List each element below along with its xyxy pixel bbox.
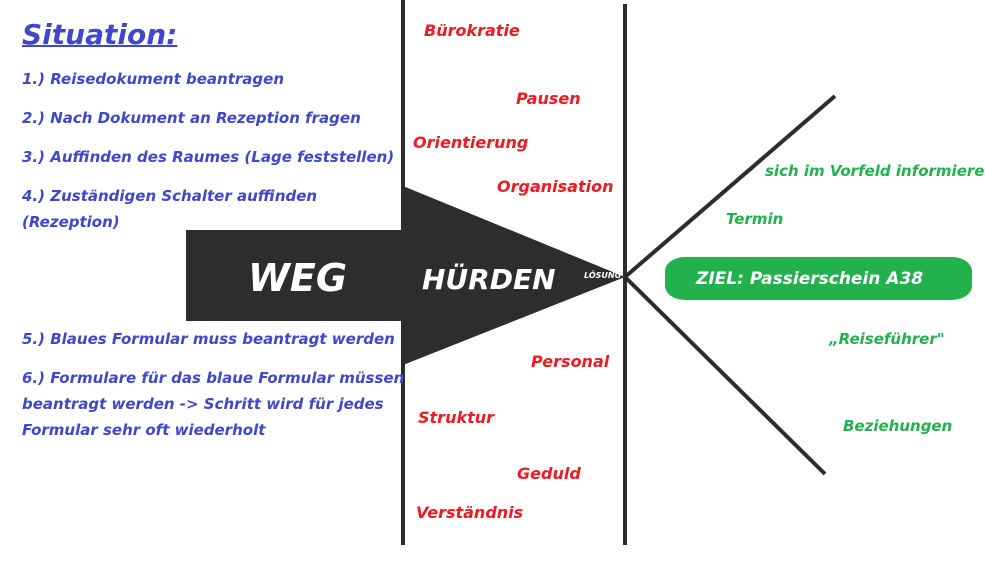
hurdle-pausen: Pausen (516, 89, 581, 108)
step-6-cont2: Formular sehr oft wiederholt (22, 421, 266, 439)
hurdle-orientierung: Orientierung (413, 133, 529, 152)
step-3: 3.) Auffinden des Raumes (Lage feststell… (22, 148, 395, 166)
step-1: 1.) Reisedokument beantragen (22, 70, 284, 88)
hurdle-struktur: Struktur (418, 408, 495, 427)
hurdle-buerokratie: Bürokratie (424, 21, 520, 40)
loesung-label: LÖSUNG (584, 271, 622, 280)
goal-label: ZIEL: Passierschein A38 (696, 269, 924, 289)
solution-reisefuehrer: „Reiseführer" (829, 330, 945, 348)
step-6: 6.) Formulare für das blaue Formular müs… (22, 369, 405, 387)
goal-pill (665, 257, 972, 300)
weg-label: WEG (248, 256, 348, 300)
step-4: 4.) Zuständigen Schalter auffinden (22, 187, 318, 205)
hurdle-verstaendnis: Verständnis (416, 503, 524, 522)
step-4-cont: (Rezeption) (22, 213, 120, 231)
situation-title: Situation: (22, 18, 178, 51)
solution-termin: Termin (726, 210, 784, 228)
solution-line-upper (623, 94, 837, 279)
hurdle-organisation: Organisation (497, 177, 614, 196)
solution-line-lower (623, 275, 827, 476)
step-6-cont1: beantragt werden -> Schritt wird für jed… (22, 395, 384, 413)
huerden-label: HÜRDEN (422, 263, 556, 296)
hurdle-geduld: Geduld (517, 464, 581, 483)
hurdle-personal: Personal (531, 352, 610, 371)
weg-arrow (186, 186, 625, 365)
step-2: 2.) Nach Dokument an Rezeption fragen (22, 109, 361, 127)
solution-informieren: sich im Vorfeld informieren (765, 162, 985, 180)
solution-beziehungen: Beziehungen (843, 417, 953, 435)
step-5: 5.) Blaues Formular muss beantragt werde… (22, 330, 395, 348)
